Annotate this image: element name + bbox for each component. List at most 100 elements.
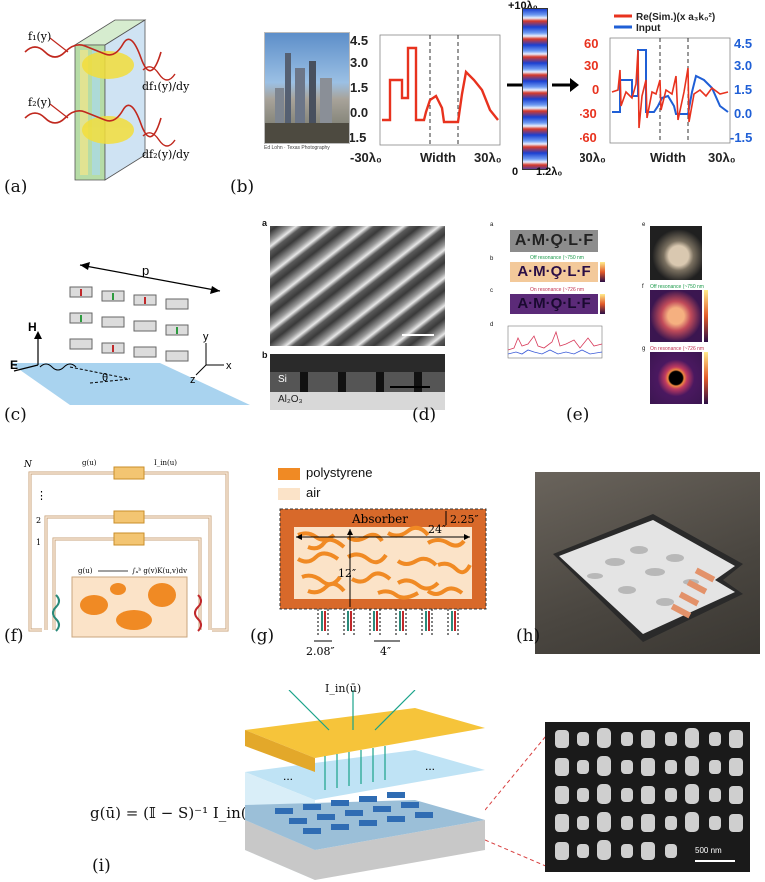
- sub-label: e: [642, 222, 645, 228]
- equation-right: ∫ₐᵇ g(v)K(u,v)dv: [132, 567, 187, 575]
- caption-e: (e): [566, 405, 589, 425]
- panel-h: [535, 472, 760, 654]
- x-label: Width: [420, 150, 456, 165]
- y-tick: 0.0: [350, 105, 368, 120]
- arrow-icon: [550, 75, 580, 95]
- loop-1-label: 1: [36, 538, 41, 547]
- right-tick: 1.5: [734, 82, 752, 97]
- amolf-target: A·M·O̧·L·F: [510, 230, 598, 252]
- on-res-map: A·M·O̧·L·F: [510, 294, 598, 314]
- y-axis-label: y: [203, 331, 209, 343]
- dim-port: 2.08″: [306, 645, 335, 657]
- prototype-photo: [535, 472, 760, 654]
- panel-a: f₁(y) f₂(y) df₁(y)/dy df₂(y)/dy: [20, 10, 200, 190]
- caption-d: (d): [412, 405, 436, 425]
- scale-bar: [402, 334, 434, 336]
- sub-label: g: [642, 346, 645, 352]
- z-axis-label: z: [190, 374, 196, 386]
- absorber-label: Absorber: [351, 512, 408, 526]
- output-2-label: df₂(y)/dy: [142, 148, 190, 161]
- panel-c-figure: p H E θ y x z: [10, 245, 250, 405]
- dim-width: 24″: [428, 523, 446, 536]
- sub-label: d: [490, 322, 493, 328]
- right-tick: 4.5: [734, 36, 752, 51]
- left-tick: 60: [584, 36, 598, 51]
- dots-right: ...: [425, 759, 435, 773]
- air-swatch: [278, 488, 300, 500]
- right-tick: -1.5: [730, 130, 752, 145]
- left-tick: -30: [580, 106, 597, 121]
- y-tick: 3.0: [350, 55, 368, 70]
- painting-image: [650, 226, 702, 280]
- metasurface-schematic: u₁ u₂ u₃ ... ...: [245, 690, 485, 880]
- city-photo: [264, 32, 350, 144]
- legend-input: Input: [636, 23, 661, 34]
- sub-label: c: [490, 288, 493, 294]
- top-left-label: g(u): [82, 459, 97, 467]
- colorbar: [704, 290, 708, 342]
- device-bottom-right: 1.2λ₀: [536, 166, 562, 178]
- caption-b: (b): [230, 177, 254, 197]
- loop-2-label: 2: [36, 516, 41, 525]
- top-right-label: I_in(u): [154, 459, 177, 467]
- h-label: H: [28, 320, 37, 334]
- dim-pitch: 4″: [380, 645, 391, 657]
- painting-off-res-map: [650, 290, 702, 342]
- panel-c: p H E θ y x z: [10, 245, 250, 405]
- photo-credit: Ed Lohn · Texas Photography: [264, 145, 330, 151]
- device-bottom-left: 0: [512, 166, 518, 178]
- panel-f-figure: N ⋮ 2 1 g(u) I_in(u) g(u) ∫ₐᵇ g(v)K(u,v)…: [22, 455, 237, 655]
- n-label: N: [23, 460, 33, 470]
- left-tick: 0: [592, 82, 599, 97]
- right-tick: 3.0: [734, 58, 752, 73]
- sub-label-b: b: [262, 350, 268, 360]
- caption-g: (g): [250, 626, 274, 646]
- sub-label: b: [490, 256, 493, 262]
- x-tick-left: -30λ₀: [350, 150, 382, 165]
- e-label: E: [10, 358, 18, 372]
- right-tick: 0.0: [734, 106, 752, 121]
- colorbar: [600, 262, 605, 282]
- legend-polystyrene: polystyrene: [306, 465, 372, 480]
- caption-i: (i): [92, 856, 111, 876]
- polystyrene-swatch: [278, 468, 300, 480]
- panel-g: polystyrene air Absorber 2.25″ 24″: [270, 462, 495, 662]
- x-tick-left: -30λ₀: [580, 150, 606, 165]
- sem-cross-section: Si Al₂O₃: [270, 354, 445, 410]
- dim-height: 12″: [338, 567, 356, 580]
- dots-left: ...: [283, 769, 293, 783]
- y-tick: 4.5: [350, 33, 368, 48]
- output-plot: 60 30 0 -30 -60 4.5 3.0 1.5 0.0 -1.5 -30…: [580, 10, 765, 180]
- caption-h: (h): [516, 626, 540, 646]
- panel-f: N ⋮ 2 1 g(u) I_in(u) g(u) ∫ₐᵇ g(v)K(u,v)…: [22, 455, 237, 655]
- left-tick: 30: [584, 58, 598, 73]
- input-2-label: f₂(y): [28, 96, 51, 109]
- colorbar: [704, 352, 708, 404]
- sub-label: a: [490, 222, 493, 228]
- dim-top: 2.25″: [450, 513, 479, 526]
- legend-sim: Re(Sim.)(x a₃k₀²): [636, 12, 715, 23]
- legend-air: air: [306, 485, 320, 500]
- input-plot: 4.5 3.0 1.5 0.0 -1.5 -30λ₀ Width 30λ₀: [350, 20, 510, 180]
- y-tick: 1.5: [350, 80, 368, 95]
- x-tick-right: 30λ₀: [708, 150, 736, 165]
- sem-grating-image: [270, 226, 445, 346]
- caption-c: (c): [4, 405, 27, 425]
- output-1-label: df₁(y)/dy: [142, 80, 190, 93]
- theta-label: θ: [102, 372, 108, 384]
- x-label: Width: [650, 150, 686, 165]
- inverse-equation: g(ū) = (𝕀 − S)⁻¹ I_in(ū): [90, 804, 262, 822]
- left-tick: -60: [580, 130, 597, 145]
- caption-a: (a): [4, 177, 27, 197]
- sem-metasurface-image: 500 nm: [545, 722, 750, 872]
- equation-left: g(u): [78, 567, 93, 575]
- device-layout: Absorber 2.25″ 24″ 12″ 2.08″ 4″: [278, 507, 493, 657]
- device-field-map: [522, 8, 548, 170]
- sub-label: f: [642, 284, 644, 290]
- colorbar: [600, 294, 605, 314]
- p-label: p: [142, 263, 149, 278]
- beam-label: I_in(ū): [325, 682, 361, 695]
- si-label: Si: [278, 374, 287, 385]
- panel-e: a A·M·O̧·L·F b Off resonance (~750 nm A·…: [490, 222, 760, 422]
- scale-bar-label: 500 nm: [695, 846, 722, 855]
